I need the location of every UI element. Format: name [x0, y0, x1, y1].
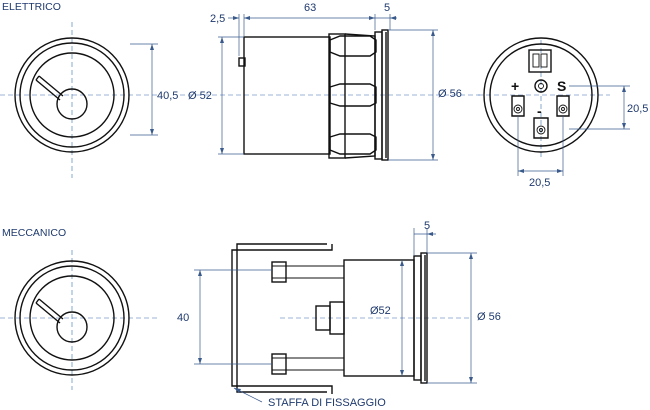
dim-mechanical-side-height: 40	[177, 312, 189, 324]
section-electric-title: ELETTRICO	[2, 1, 61, 13]
terminal-plus-label: +	[511, 78, 519, 94]
mechanical-side-view	[231, 243, 470, 394]
dim-electric-side-offset: 2,5	[210, 13, 225, 25]
electric-side-view	[180, 29, 480, 161]
electric-side-dimensions: 2,5 63 5 Ø 52 Ø 56	[188, 2, 462, 161]
dim-electric-side-length: 63	[304, 2, 316, 14]
section-mechanical-title: MECCANICO	[2, 227, 66, 239]
electric-front-view	[0, 22, 160, 178]
bracket-callout: STAFFA DI FISSAGGIO	[233, 387, 386, 409]
electric-rear-view: + S -	[478, 37, 610, 160]
mechanical-side-dimensions: 40 Ø52 Ø 56 5	[177, 220, 501, 384]
electric-front-height-dimension: 40,5	[130, 43, 178, 136]
mechanical-front-view	[0, 250, 160, 390]
dim-electric-side-bezel: 5	[384, 2, 390, 14]
dim-mechanical-bezel: 5	[424, 220, 430, 232]
dim-electric-side-total-dia: Ø 56	[438, 88, 462, 100]
dim-electric-front-height: 40,5	[157, 90, 178, 102]
dim-mechanical-total-dia: Ø 56	[477, 311, 501, 323]
electric-rear-dimensions: 20,5 20,5	[517, 85, 648, 189]
dim-electric-side-body-dia: Ø 52	[188, 90, 212, 102]
dim-mechanical-body-dia: Ø52	[370, 305, 391, 317]
terminal-signal-label: S	[557, 78, 566, 94]
dim-terminal-horizontal: 20,5	[529, 177, 550, 189]
terminal-minus-label: -	[537, 103, 542, 119]
callout-bracket-label: STAFFA DI FISSAGGIO	[268, 397, 386, 409]
dim-terminal-vertical: 20,5	[627, 103, 648, 115]
